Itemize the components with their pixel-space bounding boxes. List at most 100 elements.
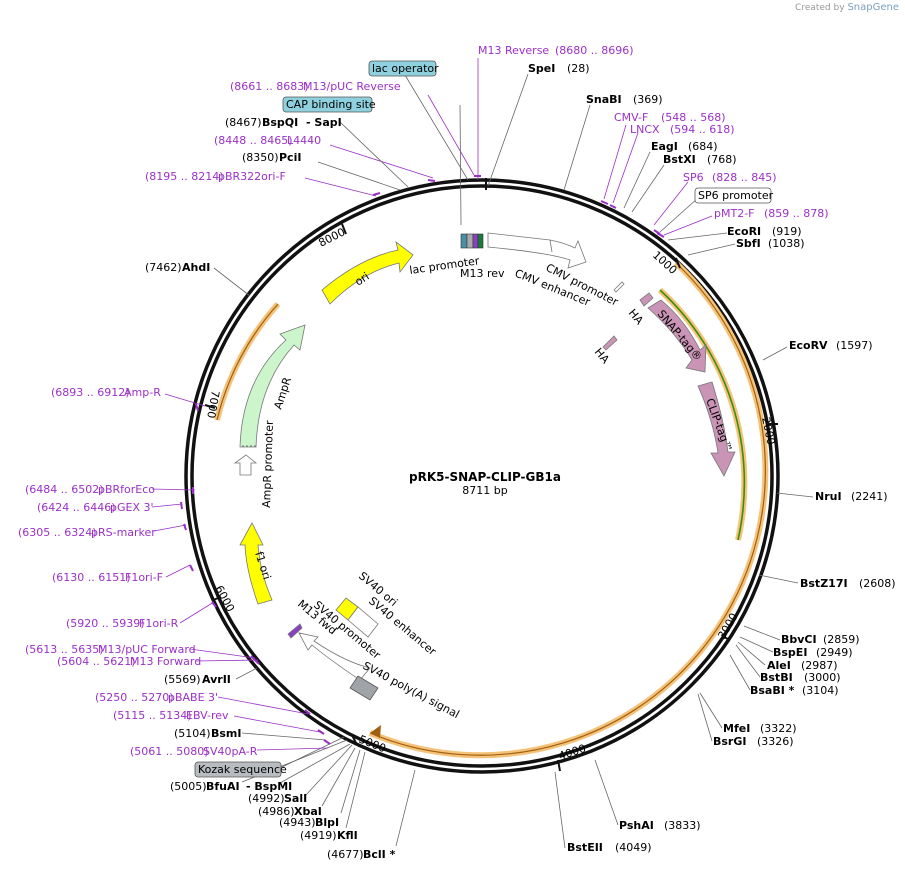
primer-name: Amp-R bbox=[124, 386, 161, 399]
ampr-arc bbox=[216, 303, 279, 421]
primer-pos: (6893 .. 6912) bbox=[51, 386, 130, 399]
insert-arc-head bbox=[370, 725, 381, 738]
site-pos: (2859) bbox=[823, 633, 860, 646]
ruler-tick bbox=[557, 759, 561, 772]
site-name: SbfI bbox=[736, 237, 761, 250]
kozak-sequence-tag bbox=[194, 761, 282, 778]
site-name: BclI * bbox=[363, 848, 396, 861]
sp6-promoter-tag bbox=[694, 187, 772, 204]
primer-name: pMT2-F bbox=[714, 207, 755, 220]
primer-pos: (5061 .. 5080) bbox=[130, 745, 209, 758]
ampr-promoter-label: AmpR promoter bbox=[260, 420, 276, 508]
site-name: BlpI bbox=[315, 816, 339, 829]
site-pos: (768) bbox=[707, 153, 737, 166]
ruler-label: 7000 bbox=[204, 389, 222, 419]
primer-name: CMV-F bbox=[614, 111, 648, 124]
primer-pos: (8680 .. 8696) bbox=[555, 44, 634, 57]
lac-operator-box bbox=[460, 233, 468, 249]
primer-pos: (8448 .. 8465) bbox=[214, 134, 293, 147]
primer-pos: (5920 .. 5939) bbox=[66, 617, 145, 630]
site-pos: (684) bbox=[688, 140, 718, 153]
site-name: PciI bbox=[279, 151, 301, 164]
site-name: BstBI bbox=[760, 671, 793, 684]
primer-pos: (548 .. 568) bbox=[661, 111, 726, 124]
site-pos: (3326) bbox=[757, 735, 794, 748]
site-name: - SapI bbox=[306, 116, 342, 129]
m13-fwd-box bbox=[287, 623, 303, 639]
boxed-labels: lac operator CAP binding site SP6 promot… bbox=[194, 60, 774, 778]
site-name: BbvCI bbox=[781, 633, 817, 646]
site-pos: (1038) bbox=[768, 237, 805, 250]
lac-promoter-box bbox=[466, 233, 474, 249]
primer-pos: (5613 .. 5635) bbox=[25, 643, 104, 656]
site-name: EcoRV bbox=[789, 339, 828, 352]
site-pos: (3000) bbox=[804, 671, 841, 684]
ampr-promoter-arrow bbox=[233, 454, 258, 476]
cap-box bbox=[477, 233, 484, 249]
site-name: SalI bbox=[284, 792, 307, 805]
site-pos: (3104) bbox=[802, 684, 839, 697]
site-pos: (8350) bbox=[242, 151, 279, 164]
primer-pos: (6424 .. 6446) bbox=[37, 501, 116, 514]
primer-name: L4440 bbox=[287, 134, 321, 147]
site-name: EagI bbox=[651, 140, 678, 153]
sp6-promoter-arrow bbox=[613, 281, 625, 293]
cmv-arrow bbox=[487, 232, 587, 269]
m13-rev-box bbox=[472, 233, 479, 249]
site-pos: (2608) bbox=[859, 577, 896, 590]
site-name: XbaI bbox=[294, 805, 322, 818]
site-pos: (5569) bbox=[164, 673, 201, 686]
ha-label-2: HA bbox=[592, 346, 612, 367]
site-name: BstXI bbox=[663, 153, 696, 166]
snap-tag-arrow bbox=[647, 299, 707, 373]
primer-name: M13 Forward bbox=[130, 655, 201, 668]
sp6-promoter-tag-label: SP6 promoter bbox=[698, 189, 774, 202]
cmv-divider bbox=[549, 239, 553, 253]
f1-ori-arrow bbox=[239, 522, 273, 605]
ha-box-2 bbox=[602, 335, 618, 351]
sv40-polya-box bbox=[349, 675, 379, 701]
cap-binding-site-tag-label: CAP binding site bbox=[286, 98, 376, 111]
site-name: EcoRI bbox=[727, 225, 761, 238]
site-name: BstZ17I bbox=[800, 577, 848, 590]
primer-name: EBV-rev bbox=[186, 709, 229, 722]
primer-name: M13/pUC Forward bbox=[98, 643, 196, 656]
plasmid-name: pRK5-SNAP-CLIP-GB1a bbox=[409, 470, 561, 484]
site-pos: (2241) bbox=[851, 490, 888, 503]
site-name: AvrII bbox=[202, 673, 231, 686]
site-pos: (3322) bbox=[760, 722, 797, 735]
primer-pos: (6305 .. 6324) bbox=[18, 526, 97, 539]
site-name: BsaBI * bbox=[750, 684, 795, 697]
ruler-label: 2000 bbox=[759, 416, 778, 446]
ruler-tick bbox=[212, 596, 222, 601]
backbone-outer bbox=[184, 178, 780, 774]
site-name: MfeI bbox=[723, 722, 750, 735]
sv40-enhancer-box bbox=[347, 606, 379, 638]
ha-label-1: HA bbox=[626, 307, 646, 328]
site-pos: (919) bbox=[772, 225, 802, 238]
ruler-tick bbox=[204, 404, 216, 409]
ruler-tick bbox=[675, 257, 681, 269]
leader-lines bbox=[151, 58, 814, 849]
primer-marks bbox=[180, 175, 665, 745]
backbone-inner bbox=[190, 184, 774, 768]
site-name: BspEI bbox=[773, 646, 807, 659]
primer-name: LNCX bbox=[630, 123, 660, 136]
site-pos: (369) bbox=[633, 93, 663, 106]
site-name: BfuAI bbox=[206, 780, 240, 793]
plasmid-length: 8711 bp bbox=[462, 484, 507, 497]
primer-pos: (594 .. 618) bbox=[670, 123, 735, 136]
site-pos: (4986) bbox=[258, 805, 295, 818]
site-pos: (7462) bbox=[145, 261, 182, 274]
site-name: AleI bbox=[767, 659, 791, 672]
site-pos: (2987) bbox=[801, 659, 838, 672]
cap-binding-site-tag bbox=[282, 96, 373, 113]
site-name: SnaBI bbox=[586, 93, 622, 106]
primer-pos: (828 .. 845) bbox=[712, 171, 777, 184]
site-name: BsrGI bbox=[713, 735, 746, 748]
site-pos: (5104) bbox=[174, 727, 211, 740]
site-name: BspQI bbox=[262, 116, 298, 129]
site-name: BstEII bbox=[567, 841, 603, 854]
primer-name: pRS-marker bbox=[91, 526, 156, 539]
insert-highlight-arc bbox=[368, 260, 769, 759]
